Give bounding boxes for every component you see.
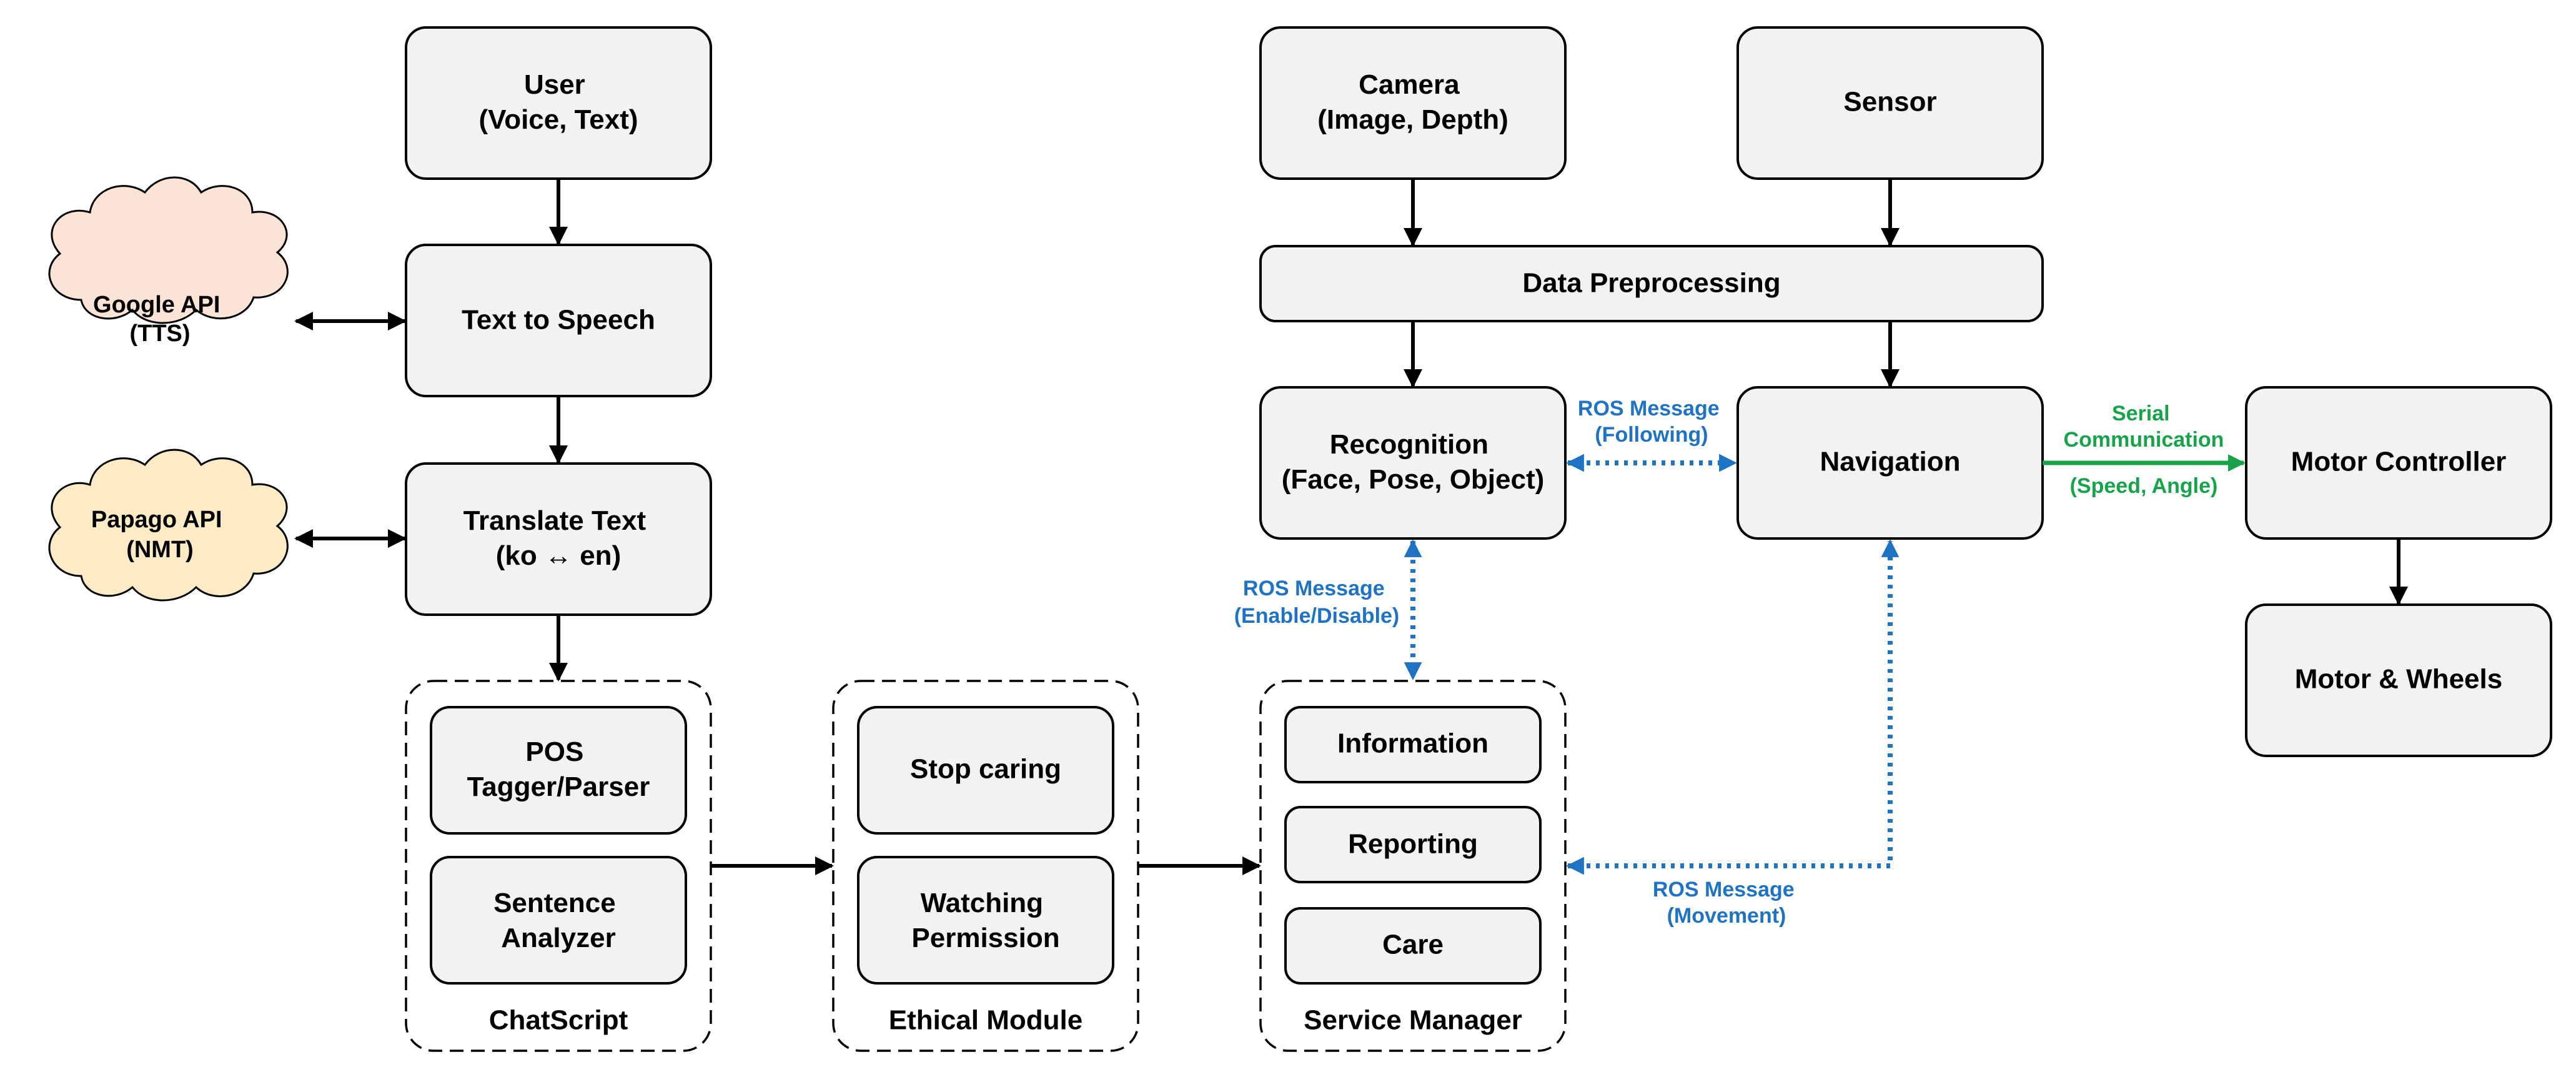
node-navigation: Navigation: [1736, 386, 2044, 540]
cloud-google-line-2: (TTS): [129, 320, 190, 347]
label-ros-following: ROS Message (Following): [1578, 397, 1725, 447]
node-reporting: Reporting: [1284, 806, 1542, 883]
label-ros-movement-line-2: (Movement): [1667, 904, 1786, 928]
node-watching-permission-label: Watching Permission: [911, 888, 1059, 953]
label-ros-enable-disable: ROS Message (Enable/Disable): [1234, 577, 1400, 628]
node-navigation-label: Navigation: [1820, 447, 1961, 477]
node-watching-permission: Watching Permission: [857, 856, 1114, 985]
cloud-google-line-1: Google API: [93, 292, 220, 318]
node-sensor: Sensor: [1736, 26, 2044, 180]
cloud-google-label: Google API (TTS): [93, 292, 227, 347]
label-ros-movement: ROS Message (Movement): [1653, 878, 1800, 928]
node-recognition-label: Recognition (Face, Pose, Object): [1282, 429, 1545, 495]
node-sentence-analyzer-label: Sentence Analyzer: [493, 888, 623, 953]
node-pos-tagger-line-2: Tagger/Parser: [467, 772, 650, 802]
node-care: Care: [1284, 907, 1542, 985]
node-camera: Camera (Image, Depth): [1259, 26, 1567, 180]
node-recognition: Recognition (Face, Pose, Object): [1259, 386, 1567, 540]
label-ros-movement-line-1: ROS Message: [1653, 878, 1795, 901]
label-serial-communication: Serial Communication: [2064, 402, 2224, 452]
node-camera-line-1: Camera: [1359, 69, 1460, 100]
node-sentence-analyzer: Sentence Analyzer: [430, 856, 687, 985]
group-service-manager-label: Service Manager: [1304, 1005, 1522, 1036]
node-recognition-line-1: Recognition: [1330, 429, 1489, 460]
node-user: User (Voice, Text): [405, 26, 712, 180]
node-text-to-speech: Text to Speech: [405, 244, 712, 397]
node-watching-permission-line-2: Permission: [911, 923, 1059, 953]
node-data-preprocessing-label: Data Preprocessing: [1522, 268, 1780, 299]
arrow-ros-movement: [1566, 539, 1900, 875]
cloud-google-api: Google API (TTS): [48, 176, 289, 347]
node-sentence-analyzer-line-2: Analyzer: [501, 923, 615, 953]
label-ros-enable-line-2: (Enable/Disable): [1234, 604, 1400, 628]
node-camera-line-2: (Image, Depth): [1317, 104, 1508, 135]
node-watching-permission-line-1: Watching: [921, 888, 1043, 918]
node-motor-wheels: Motor & Wheels: [2245, 603, 2552, 757]
node-pos-tagger-line-1: POS: [525, 737, 583, 767]
node-information-label: Information: [1337, 728, 1489, 759]
label-serial-line-2: Communication: [2064, 428, 2224, 452]
node-sensor-label: Sensor: [1843, 87, 1936, 117]
group-ethical-module-label: Ethical Module: [889, 1005, 1082, 1036]
cloud-papago-line-1: Papago API: [91, 507, 222, 533]
node-motor-wheels-label: Motor & Wheels: [2295, 664, 2502, 695]
label-ros-following-line-1: ROS Message: [1578, 397, 1720, 420]
group-chatscript-label: ChatScript: [489, 1005, 628, 1036]
node-motor-controller: Motor Controller: [2245, 386, 2552, 540]
node-motor-controller-label: Motor Controller: [2291, 447, 2507, 477]
label-serial-values: (Speed, Angle): [2070, 474, 2218, 498]
node-recognition-line-2: (Face, Pose, Object): [1282, 464, 1545, 495]
label-ros-enable-line-1: ROS Message: [1243, 577, 1385, 600]
node-data-preprocessing: Data Preprocessing: [1259, 245, 2044, 322]
node-translate-text: Translate Text (ko ↔ en): [405, 462, 712, 616]
cloud-papago-line-2: (NMT): [126, 537, 194, 563]
group-service-manager: Service Manager: [1259, 680, 1567, 1052]
node-user-line-1: User: [524, 69, 585, 100]
node-user-label: User (Voice, Text): [478, 69, 638, 135]
node-care-label: Care: [1382, 930, 1444, 960]
node-translate-text-label: Translate Text (ko ↔ en): [463, 505, 654, 571]
label-serial-line-1: Serial: [2112, 402, 2170, 425]
node-user-line-2: (Voice, Text): [478, 104, 638, 135]
node-sentence-analyzer-line-1: Sentence: [493, 888, 616, 918]
node-information: Information: [1284, 706, 1542, 783]
node-translate-text-line-2: (ko ↔ en): [496, 540, 621, 571]
node-pos-tagger-label: POS Tagger/Parser: [467, 737, 650, 802]
node-pos-tagger: POS Tagger/Parser: [430, 706, 687, 835]
cloud-papago-label: Papago API (NMT): [91, 507, 229, 563]
node-translate-text-line-1: Translate Text: [463, 505, 646, 536]
node-stop-caring: Stop caring: [857, 706, 1114, 835]
node-stop-caring-label: Stop caring: [910, 754, 1061, 785]
node-camera-label: Camera (Image, Depth): [1317, 69, 1508, 135]
node-reporting-label: Reporting: [1348, 829, 1478, 860]
node-text-to-speech-label: Text to Speech: [462, 305, 655, 335]
label-ros-following-line-2: (Following): [1595, 423, 1708, 447]
cloud-papago-api: Papago API (NMT): [48, 449, 289, 602]
